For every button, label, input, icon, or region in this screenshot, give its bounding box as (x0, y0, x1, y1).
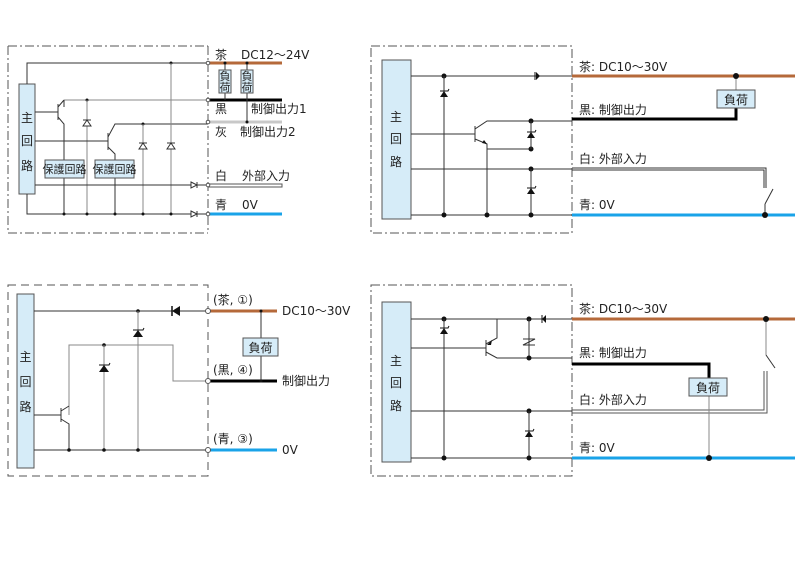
main-circuit-char-3: 路 (19, 399, 31, 414)
blue-color-label: 青 (215, 198, 227, 212)
main-circuit-char-2: 回 (19, 375, 31, 389)
black-output-label: 制御出力 (282, 373, 330, 388)
load-1-char-1: 負 (220, 70, 231, 83)
blue-label: 青: 0V (579, 198, 615, 212)
main-circuit-char-1: 主 (19, 350, 31, 364)
transistor-2 (35, 123, 208, 214)
main-circuit-box (16, 293, 35, 469)
reverse-diode-icon (172, 306, 180, 316)
protection-diode-1-icon (82, 119, 92, 127)
load-label: 負荷 (248, 341, 272, 355)
protection-circuit-1-label: 保護回路 (43, 162, 87, 176)
supply-rail (26, 62, 208, 84)
black-label: 黒: 制御出力 (579, 102, 647, 117)
zener-diode-2-icon (525, 431, 533, 437)
brown-label: 茶: DC10〜30V (579, 301, 668, 316)
housing-outline (7, 45, 209, 234)
gray-color-label: 灰 (215, 125, 227, 139)
white-color-label: 白 (215, 168, 227, 183)
black-color-label: 黒 (215, 102, 227, 116)
wire-black (572, 362, 711, 379)
zener-diode-3-icon (527, 188, 535, 194)
brown-label: 茶: DC10〜30V (579, 59, 668, 74)
load (688, 377, 728, 397)
transistor-1 (35, 99, 65, 214)
housing-outline (370, 284, 573, 477)
brown-pin-label: (茶, ①) (213, 292, 253, 307)
ground-diode-icon (190, 210, 199, 218)
main-circuit-char-3: 路 (390, 398, 402, 413)
main-circuit-char-1: 主 (21, 111, 33, 125)
protection-circuit-1 (44, 159, 85, 179)
switch-icon (764, 188, 774, 205)
diagram-1: 主 回 路 保護回路 保護回路 (7, 45, 310, 234)
input-diode-icon (190, 181, 199, 189)
load-2 (240, 69, 254, 94)
main-circuit-char-2: 回 (21, 134, 33, 148)
load (242, 337, 279, 357)
reverse-diode-icon (542, 315, 546, 323)
bidirectional-diode-icon (522, 338, 536, 346)
zener-diode-1-icon (440, 91, 448, 97)
wire-white (207, 183, 283, 188)
white-label: 白: 外部入力 (579, 151, 647, 166)
load-label: 負荷 (724, 93, 748, 107)
protection-circuit-2-label: 保護回路 (93, 162, 137, 176)
black-pin-label: (黒, ④) (213, 363, 253, 377)
protection-diode-3-icon (166, 142, 176, 150)
diagram-3: 主 回 路 負荷 (茶, ①) DC10〜30V (黒, ④) 制御出力 ( (7, 284, 351, 477)
load-2-char-1: 負 (242, 70, 253, 83)
blue-voltage-label: 0V (282, 443, 299, 457)
diagram-4: 主 回 路 負荷 茶: DC10〜30V 黒: 制 (370, 284, 795, 477)
black-output-label: 制御出力1 (251, 101, 307, 116)
housing-outline (370, 45, 573, 234)
main-circuit-char-2: 回 (390, 376, 402, 390)
main-circuit-char-1: 主 (390, 354, 402, 368)
brown-voltage-label: DC10〜30V (282, 304, 351, 318)
load-1 (218, 69, 232, 94)
white-label: 白: 外部入力 (579, 392, 647, 407)
zener-diode-2-icon (99, 365, 109, 372)
blue-label: 青: 0V (579, 441, 615, 455)
wire-white (572, 371, 768, 414)
blue-pin-label: (青, ③) (213, 432, 253, 446)
ground-rail (26, 194, 208, 215)
reverse-diode-icon (536, 72, 540, 80)
wire-white (572, 167, 767, 188)
gray-output-label: 制御出力2 (240, 124, 296, 139)
diagram-2: 主 回 路 負荷 茶: D (370, 45, 795, 234)
zener-diode-1-icon (440, 328, 448, 334)
zener-diode-2-icon (527, 132, 535, 138)
main-circuit-char-2: 回 (390, 132, 402, 146)
zener-diode-1-icon (133, 330, 143, 337)
black-label: 黒: 制御出力 (579, 345, 647, 360)
blue-voltage-label: 0V (242, 198, 259, 212)
wire-black (572, 104, 738, 121)
load-2-char-2: 荷 (242, 81, 253, 94)
brown-voltage-label: DC12〜24V (241, 48, 310, 62)
main-circuit-box (381, 301, 412, 463)
load-1-char-2: 荷 (220, 81, 231, 94)
load (716, 89, 756, 109)
load-label: 負荷 (696, 381, 720, 395)
brown-color-label: 茶 (215, 47, 227, 62)
protection-diode-2-icon (138, 142, 148, 150)
main-circuit-box (381, 59, 412, 220)
main-circuit-char-3: 路 (390, 154, 402, 169)
main-circuit-char-1: 主 (390, 110, 402, 124)
protection-circuit-2 (94, 159, 135, 179)
main-circuit-char-3: 路 (21, 158, 33, 173)
white-input-label: 外部入力 (242, 168, 290, 183)
housing-outline (7, 284, 209, 477)
switch-icon (765, 354, 776, 369)
